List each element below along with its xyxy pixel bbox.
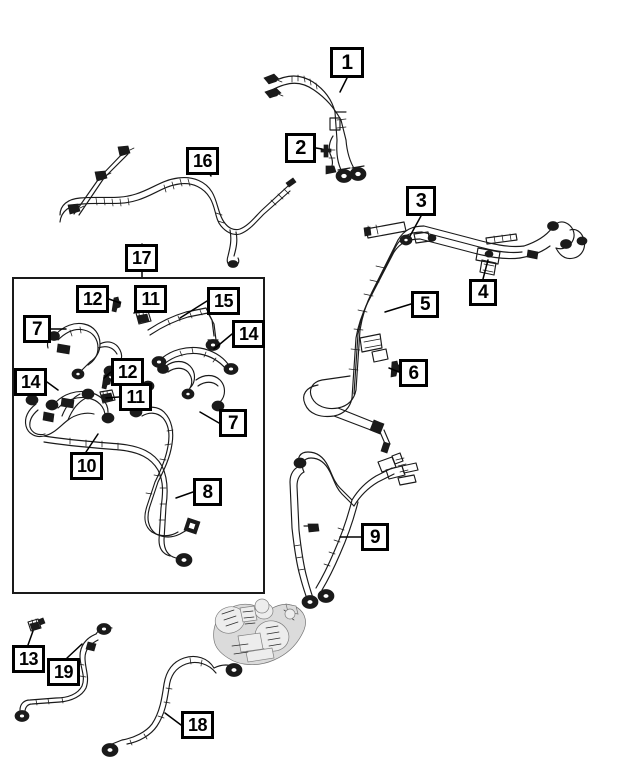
leader-4 — [482, 259, 489, 280]
callout-11-box[interactable]: 11 — [134, 285, 167, 313]
part-9-rail-block — [351, 452, 419, 507]
leader-18 — [164, 712, 182, 726]
leader-19 — [66, 643, 83, 659]
leader-12a — [108, 298, 121, 304]
leader-10 — [85, 433, 99, 453]
callout-8-box[interactable]: 8 — [193, 478, 222, 506]
leader-8 — [175, 491, 194, 499]
part-16-vent-hose — [59, 145, 297, 268]
leader-7b — [199, 411, 220, 424]
callout-14-box[interactable]: 14 — [232, 320, 265, 348]
leader-11b — [105, 396, 120, 399]
part-19-return-tube — [14, 623, 113, 722]
part-14-jumper-tube-a — [151, 346, 239, 375]
leader-15 — [179, 300, 208, 319]
callout-7-box[interactable]: 7 — [23, 315, 51, 343]
callout-6-box[interactable]: 6 — [399, 359, 428, 387]
leader-5 — [384, 303, 412, 313]
part-1-left-connectors — [263, 73, 284, 99]
leader-6 — [388, 367, 400, 373]
callout-13-box[interactable]: 13 — [12, 645, 45, 673]
callout-5-box[interactable]: 5 — [411, 291, 439, 318]
callout-12-box[interactable]: 12 — [111, 358, 144, 386]
part-3-bracket — [363, 221, 437, 246]
callout-4-box[interactable]: 4 — [469, 279, 497, 306]
part-18-feed-tube — [101, 655, 243, 757]
callout-1-box[interactable]: 1 — [330, 47, 364, 78]
callout-15-box[interactable]: 15 — [207, 287, 240, 315]
engine-illustration — [213, 598, 306, 665]
callout-12-box[interactable]: 12 — [76, 285, 109, 313]
callout-10-box[interactable]: 10 — [70, 452, 103, 480]
callout-14-box[interactable]: 14 — [14, 368, 47, 396]
leader-12b — [103, 371, 112, 379]
part-7-injector-tube-c — [45, 390, 115, 424]
part-1-bottom-connectors — [335, 165, 367, 183]
group-17-panel — [12, 277, 265, 594]
callout-2-box[interactable]: 2 — [285, 133, 316, 163]
leader-14b — [46, 381, 59, 391]
callout-3-box[interactable]: 3 — [406, 186, 436, 216]
part-1-hose-assembly — [263, 73, 367, 183]
callout-7-box[interactable]: 7 — [219, 409, 247, 437]
leader-14a — [213, 333, 233, 350]
leader-1 — [339, 77, 348, 93]
part-16-hangers — [67, 145, 135, 216]
leader-2 — [315, 147, 323, 150]
part-9-rail-supply-hose — [289, 451, 419, 609]
callout-17-box[interactable]: 17 — [125, 244, 158, 272]
callout-16-box[interactable]: 16 — [186, 147, 219, 175]
part-13-clip — [27, 617, 46, 632]
part-3-right-fittings — [485, 221, 588, 260]
callout-11-box[interactable]: 11 — [119, 383, 152, 411]
callout-9-box[interactable]: 9 — [361, 523, 389, 551]
callout-19-box[interactable]: 19 — [47, 658, 80, 686]
callout-18-box[interactable]: 18 — [181, 711, 214, 739]
leader-3 — [409, 215, 422, 237]
part-3-5-chassis-lines — [303, 221, 588, 454]
leader-13 — [27, 630, 34, 646]
